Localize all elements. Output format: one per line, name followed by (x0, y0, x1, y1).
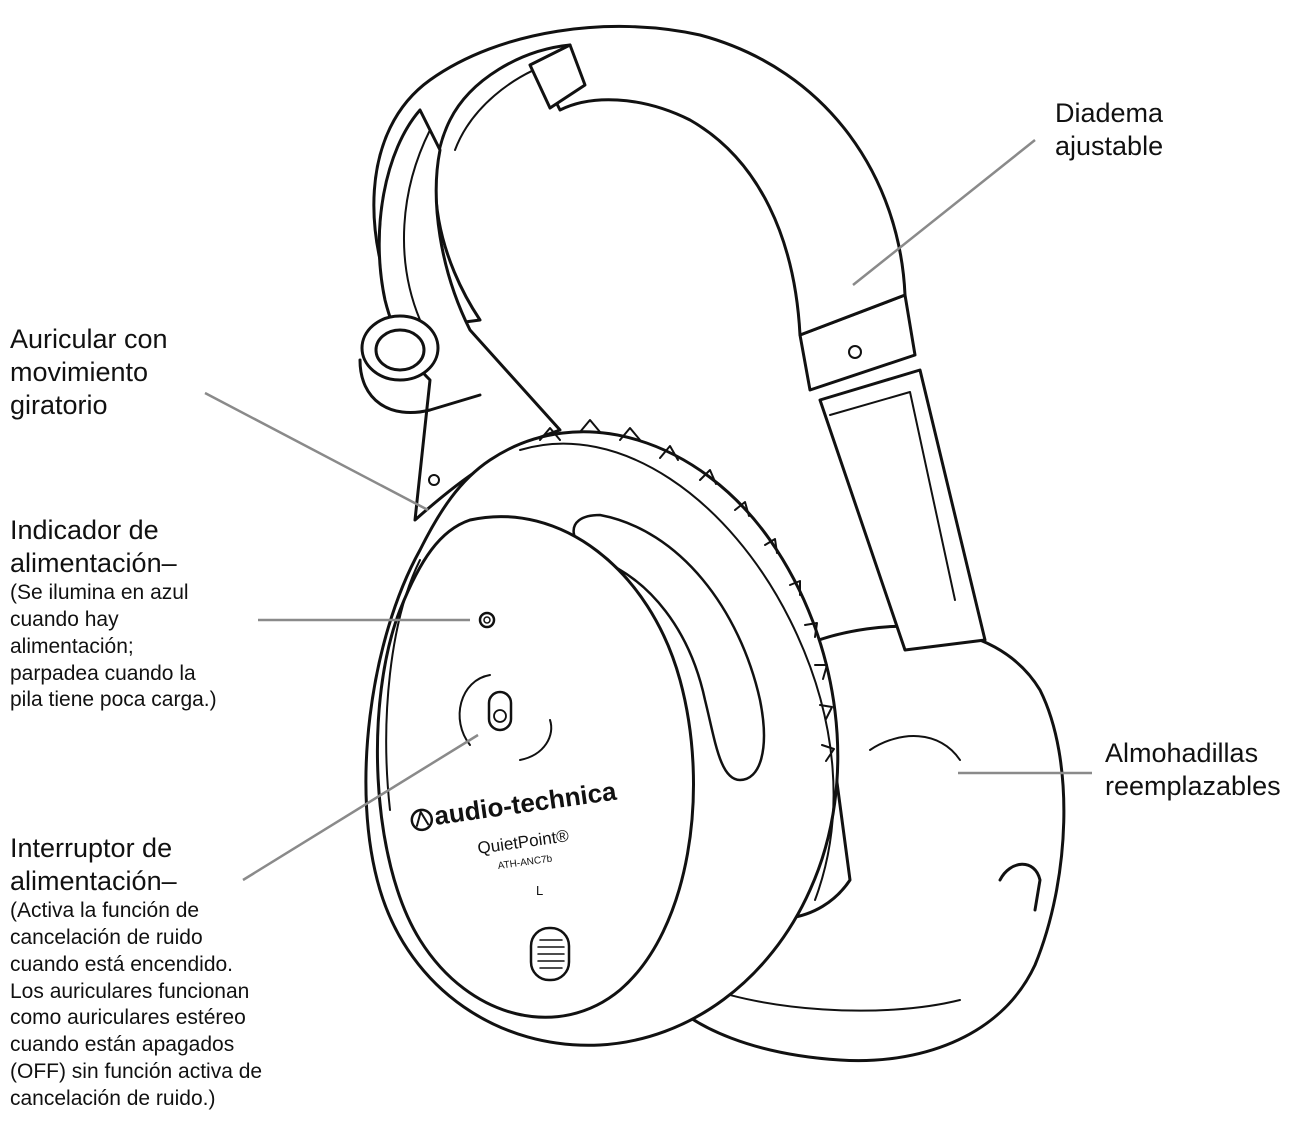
leader-line-headband (852, 139, 1036, 286)
label-swivel-line: giratorio (10, 389, 108, 420)
label-power-switch-desc: cancelación de ruido.) (10, 1087, 216, 1110)
label-headband-line: Diadema (1055, 98, 1164, 128)
label-power-switch: Interruptor de alimentación– (Activa la … (10, 832, 262, 1113)
label-power-indicator-desc: cuando hay (10, 607, 119, 631)
label-ear-pads: Almohadillas reemplazables (1105, 737, 1281, 803)
label-power-switch-title: alimentación– (10, 865, 177, 896)
label-ear-pads-line: reemplazables (1105, 770, 1281, 801)
label-power-switch-desc: cuando está encendido. (10, 952, 234, 976)
label-power-switch-desc: (Activa la función de (10, 898, 200, 922)
label-headband: Diadema ajustable (1055, 97, 1163, 163)
label-power-indicator-desc: alimentación; (10, 634, 134, 658)
power-switch-ring (458, 674, 491, 746)
label-swivel-earcup: Auricular con movimiento giratorio (10, 323, 168, 422)
label-power-switch-title: Interruptor de (10, 833, 173, 863)
label-power-indicator-title: Indicador de (10, 515, 159, 545)
label-power-indicator-title: alimentación– (10, 547, 177, 578)
leader-line-swivel (204, 391, 429, 512)
label-power-switch-desc: como auriculares estéreo (10, 1006, 246, 1030)
label-power-indicator-desc: parpadea cuando la (10, 661, 196, 685)
label-swivel-line: Auricular con (10, 324, 168, 354)
label-power-switch-desc: (OFF) sin función activa de (10, 1060, 263, 1084)
label-ear-pads-line: Almohadillas (1105, 738, 1259, 768)
adjustable-headband (372, 24, 907, 337)
leader-line-power-switch (242, 733, 479, 882)
label-power-switch-desc: cuando están apagados (10, 1033, 235, 1057)
label-swivel-line: movimiento (10, 356, 149, 387)
side-marker: L (536, 883, 543, 898)
label-power-indicator-desc: (Se ilumina en azul (10, 580, 189, 604)
label-power-indicator: Indicador de alimentación– (Se ilumina e… (10, 514, 217, 714)
earcup-faceplate (375, 515, 695, 1019)
left-swivel-yoke (377, 108, 562, 522)
label-power-indicator-desc: pila tiene poca carga.) (10, 688, 217, 712)
label-headband-line: ajustable (1055, 130, 1164, 161)
label-power-switch-desc: Los auriculares funcionan (10, 979, 250, 1003)
label-power-switch-desc: cancelación de ruido (10, 925, 203, 949)
